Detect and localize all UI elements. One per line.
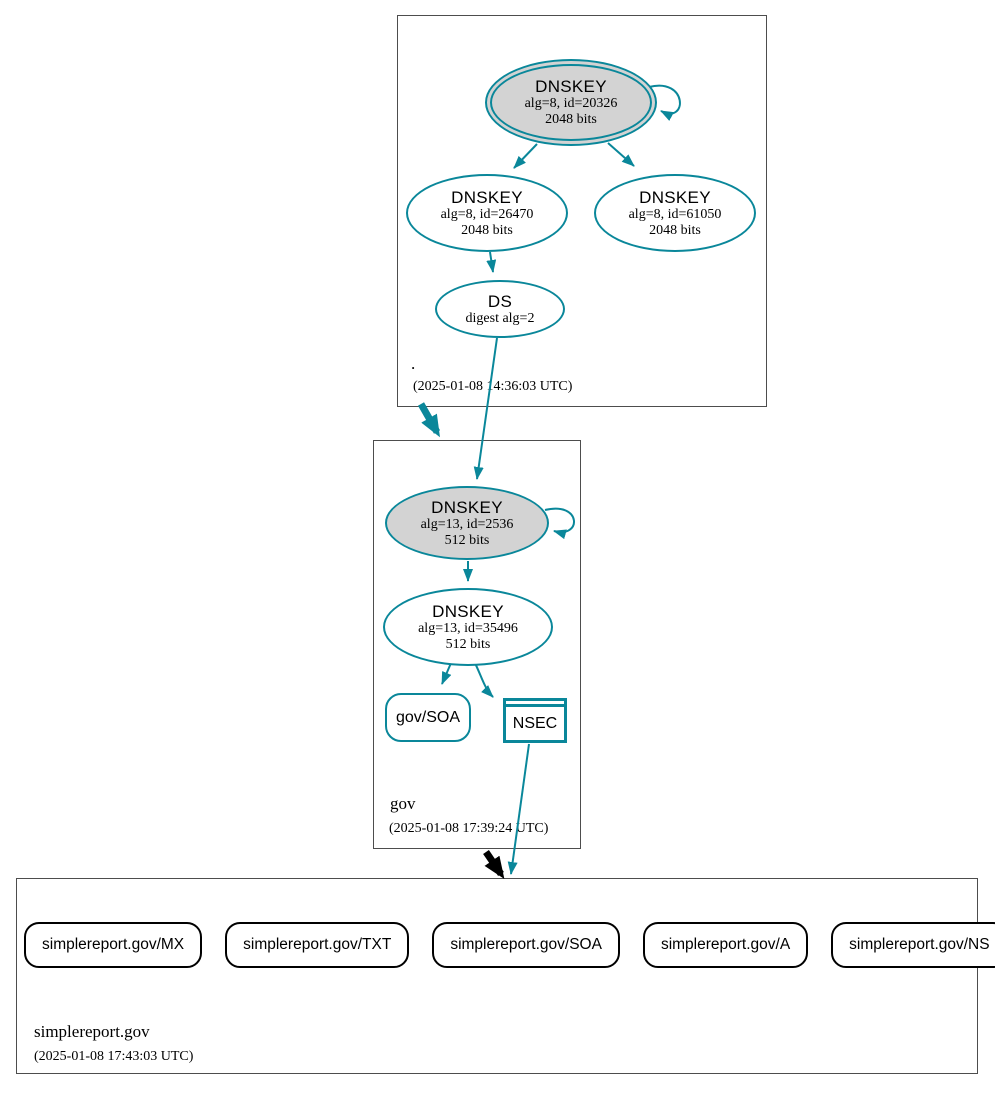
node-gov-nsec[interactable]: NSEC	[503, 698, 567, 743]
node-title: DNSKEY	[432, 601, 504, 621]
edge-gov-zone-to-simplereport-zone	[483, 850, 505, 879]
node-detail: alg=13, id=2536	[420, 516, 514, 532]
rrset-label: simplereport.gov/A	[660, 936, 791, 953]
node-root-ksk-dnskey-20326[interactable]: DNSKEY alg=8, id=20326 2048 bits	[485, 59, 657, 146]
node-rrset-simplereport-a[interactable]: simplereport.gov/A	[642, 922, 809, 968]
simplereport-rrset-row: simplereport.gov/MX simplereport.gov/TXT…	[24, 922, 995, 968]
node-rrset-simplereport-txt[interactable]: simplereport.gov/TXT	[225, 922, 410, 968]
node-ds-text: DS digest alg=2	[466, 292, 535, 327]
zone-box-gov: gov (2025-01-08 17:39:24 UTC)	[373, 440, 581, 849]
edge-root-ksk-to-zsk-61050	[607, 142, 635, 167]
node-title: DNSKEY	[639, 187, 711, 207]
node-gov-soa-rrset[interactable]: gov/SOA	[385, 693, 471, 742]
node-detail: alg=8, id=61050	[628, 206, 722, 222]
node-title: DNSKEY	[451, 187, 523, 207]
node-rrset-simplereport-soa[interactable]: simplereport.gov/SOA	[432, 922, 620, 968]
node-detail: digest alg=2	[465, 310, 535, 326]
rrset-label: simplereport.gov/SOA	[450, 936, 602, 953]
node-title: DNSKEY	[535, 77, 607, 96]
node-detail: 2048 bits	[649, 222, 701, 238]
node-detail: alg=8, id=26470	[440, 206, 534, 222]
edge-root-ksk-to-zsk-26470	[513, 143, 538, 169]
node-gov-ksk-dnskey-2536[interactable]: DNSKEY alg=13, id=2536 512 bits	[385, 486, 549, 560]
edge-ds-to-gov-ksk	[473, 337, 498, 480]
zone-name-gov: gov	[390, 794, 416, 813]
node-detail: 512 bits	[445, 636, 491, 652]
node-gov-dnskey-35496[interactable]: DNSKEY alg=13, id=35496 512 bits	[383, 588, 553, 666]
node-root-dnskey-61050[interactable]: DNSKEY alg=8, id=61050 2048 bits	[594, 174, 756, 252]
node-root-dnskey-26470[interactable]: DNSKEY alg=8, id=26470 2048 bits	[406, 174, 568, 252]
edge-zsk-26470-to-ds	[486, 251, 497, 273]
node-detail: 2048 bits	[545, 112, 597, 127]
node-detail: alg=8, id=20326	[524, 96, 618, 111]
node-detail: 512 bits	[444, 532, 490, 548]
rrset-label: simplereport.gov/MX	[42, 936, 185, 953]
edge-root-ksk-self-sign-loop	[648, 84, 681, 121]
edge-nsec-to-simplereport-zone	[507, 743, 530, 875]
node-root-ksk-text: DNSKEY alg=8, id=20326 2048 bits	[525, 77, 618, 128]
node-rrset-simplereport-ns[interactable]: simplereport.gov/NS	[831, 922, 995, 968]
zone-timestamp-root: (2025-01-08 14:36:03 UTC)	[413, 379, 573, 394]
ksk-inner-ring	[490, 64, 652, 141]
rrset-label: gov/SOA	[395, 708, 461, 726]
nsec-label: NSEC	[512, 714, 558, 732]
edge-gov-zsk-to-soa	[441, 662, 452, 685]
node-title: DNSKEY	[431, 497, 503, 517]
node-root-zsk1-text: DNSKEY alg=8, id=26470 2048 bits	[441, 188, 534, 239]
zone-box-simplereport: simplereport.gov (2025-01-08 17:43:03 UT…	[16, 878, 978, 1074]
rrset-label: simplereport.gov/NS	[849, 936, 990, 953]
node-root-zsk2-text: DNSKEY alg=8, id=61050 2048 bits	[629, 188, 722, 239]
zone-timestamp-gov: (2025-01-08 17:39:24 UTC)	[389, 821, 549, 836]
zone-name-simplereport: simplereport.gov	[34, 1022, 150, 1041]
rrset-label: simplereport.gov/TXT	[243, 936, 392, 953]
node-title: DS	[487, 291, 513, 311]
zone-box-root: . (2025-01-08 14:36:03 UTC)	[397, 15, 767, 407]
node-rrset-simplereport-mx[interactable]: simplereport.gov/MX	[24, 922, 203, 968]
nsec-header-bar	[506, 701, 564, 707]
node-detail: 2048 bits	[461, 222, 513, 238]
node-gov-ksk-text: DNSKEY alg=13, id=2536 512 bits	[421, 498, 514, 549]
zone-name-root: .	[411, 354, 416, 373]
zone-timestamp-simplereport: (2025-01-08 17:43:03 UTC)	[34, 1049, 194, 1064]
node-gov-zsk-text: DNSKEY alg=13, id=35496 512 bits	[418, 602, 518, 653]
node-detail: alg=13, id=35496	[418, 620, 518, 636]
edge-root-zone-to-gov-zone	[417, 402, 441, 438]
node-root-ds[interactable]: DS digest alg=2	[435, 280, 565, 338]
edge-gov-ksk-self-sign-loop	[544, 507, 575, 540]
edge-gov-zsk-to-nsec	[473, 660, 494, 698]
